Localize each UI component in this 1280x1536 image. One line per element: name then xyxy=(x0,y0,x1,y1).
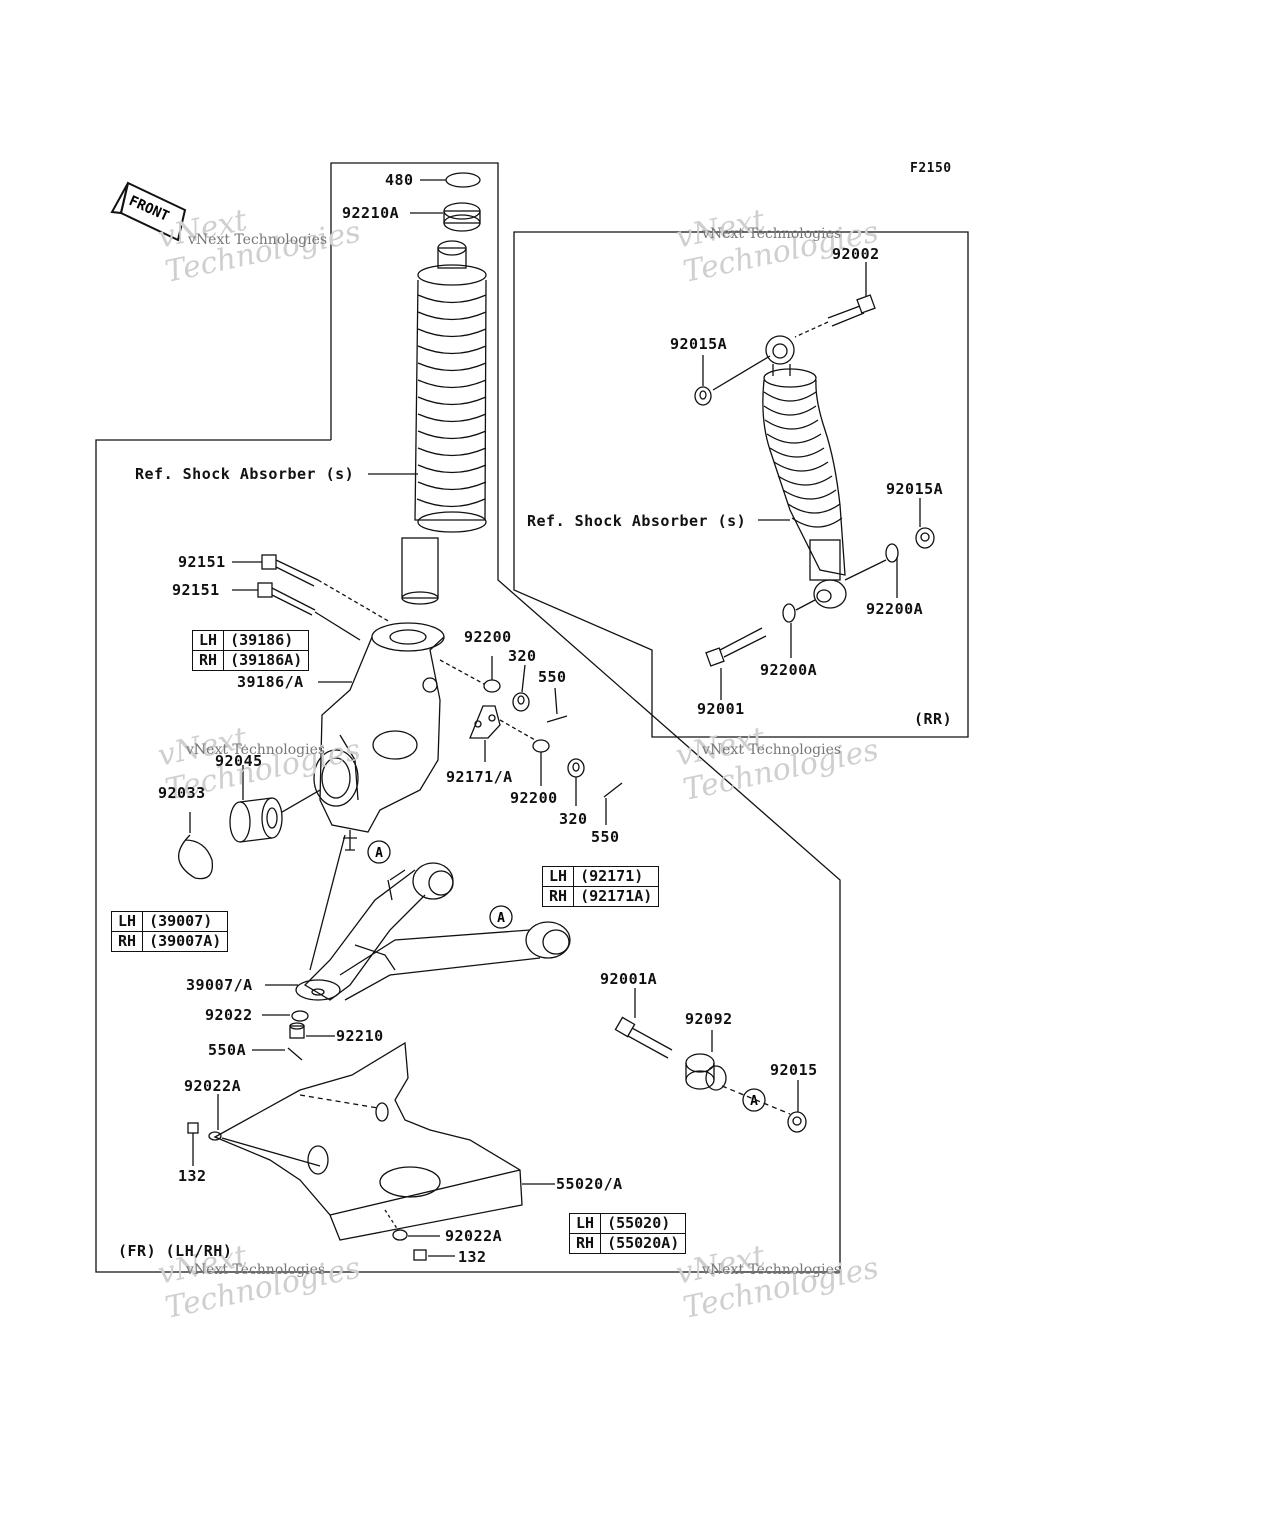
label-550A: 550A xyxy=(208,1041,247,1059)
bolt-92002 xyxy=(794,294,876,338)
front-section-border xyxy=(95,162,841,1273)
label-92171A: 92171/A xyxy=(446,768,513,786)
bolt-92151-b xyxy=(232,582,361,641)
watermark-small-1: vNext Technologies xyxy=(188,232,328,248)
label-92002: 92002 xyxy=(832,245,880,263)
front-arrow-icon xyxy=(110,181,187,242)
nut-320-top xyxy=(512,692,530,712)
bolt-92151-a xyxy=(232,554,391,623)
bolt-92001 xyxy=(705,627,767,667)
label-320-bot: 320 xyxy=(559,810,588,828)
label-55020A: 55020/A xyxy=(556,1175,623,1193)
nut-92210 xyxy=(289,1022,305,1039)
label-92092: 92092 xyxy=(685,1010,733,1028)
label-132-bot: 132 xyxy=(458,1248,487,1266)
pin-550A xyxy=(287,1047,303,1061)
fr-note: (FR) (LH/RH) xyxy=(118,1242,233,1260)
label-550-bot: 550 xyxy=(591,828,620,846)
steering-knuckle-39186 xyxy=(313,622,445,851)
washer-92200A-right xyxy=(885,543,899,563)
circle-a-marker-1 xyxy=(367,840,391,864)
a-arm-39007 xyxy=(295,862,571,1001)
bolt-132-bot xyxy=(413,1249,427,1261)
washer-92200A-bot xyxy=(782,603,796,623)
label-39007A: 39007/A xyxy=(186,976,253,994)
pin-550-top xyxy=(546,715,568,723)
watermark-small-3: vNext Technologies xyxy=(186,742,326,758)
nut-320-bot xyxy=(567,758,585,778)
watermark-small-5: vNext Technologies xyxy=(186,1262,326,1278)
rear-shock-absorber xyxy=(762,335,847,609)
label-92015A-right: 92015A xyxy=(886,480,944,498)
label-92022A-top: 92022A xyxy=(184,1077,242,1095)
label-92200-bot: 92200 xyxy=(510,789,558,807)
circle-a-text-2: A xyxy=(497,911,505,926)
label-92151-a: 92151 xyxy=(178,553,226,571)
watermark-small-6: vNext Technologies xyxy=(702,1262,842,1278)
bushing-92092 xyxy=(685,1053,727,1091)
label-92015A-top: 92015A xyxy=(670,335,728,353)
circle-a-text-3: A xyxy=(750,1094,758,1109)
table-39186: LH(39186) RH(39186A) xyxy=(191,630,310,671)
watermark-small-4: vNext Technologies xyxy=(702,742,842,758)
label-92001A: 92001A xyxy=(600,970,658,988)
nut-92015A-top xyxy=(694,386,712,406)
circle-a-marker-3 xyxy=(742,1088,766,1112)
figure-code: F2150 xyxy=(910,161,952,176)
label-92001: 92001 xyxy=(697,700,745,718)
table-92171: LH(92171) RH(92171A) xyxy=(541,866,660,907)
washer-92022A-bot xyxy=(392,1229,408,1241)
bearing-92045 xyxy=(229,797,283,843)
label-92200-top: 92200 xyxy=(464,628,512,646)
circle-a-text-1: A xyxy=(375,846,383,861)
label-92151-b: 92151 xyxy=(172,581,220,599)
label-ref-shock-front: Ref. Shock Absorber (s) xyxy=(135,465,355,483)
label-92033: 92033 xyxy=(158,784,206,802)
label-39186A: 39186/A xyxy=(237,673,304,691)
bolt-92001A xyxy=(614,1016,673,1059)
label-92210A: 92210A xyxy=(342,204,400,222)
front-shock-absorber xyxy=(401,240,487,605)
label-92210: 92210 xyxy=(336,1027,384,1045)
table-55020: LH(55020) RH(55020A) xyxy=(568,1213,687,1254)
circle-a-marker-2 xyxy=(489,905,513,929)
bracket-92171 xyxy=(469,705,501,739)
label-320-top: 320 xyxy=(508,647,537,665)
label-92200A-right: 92200A xyxy=(866,600,924,618)
circlip-92033 xyxy=(178,834,214,880)
rr-note: (RR) xyxy=(914,710,953,728)
table-39007: LH(39007) RH(39007A) xyxy=(110,911,229,952)
label-92045: 92045 xyxy=(215,752,263,770)
label-132-left: 132 xyxy=(178,1167,207,1185)
label-480: 480 xyxy=(385,171,414,189)
washer-92022 xyxy=(291,1010,309,1022)
pin-550-bot xyxy=(603,782,623,798)
label-92022A-bot: 92022A xyxy=(445,1227,503,1245)
label-92200A-bot: 92200A xyxy=(760,661,818,679)
nut-92015 xyxy=(787,1111,807,1133)
nut-92015A-right xyxy=(915,527,935,549)
washer-92200-bot xyxy=(532,739,550,753)
label-92022: 92022 xyxy=(205,1006,253,1024)
bolt-132-left xyxy=(187,1122,199,1144)
rear-section-border xyxy=(513,231,969,738)
watermark-small-2: vNext Technologies xyxy=(702,226,842,242)
label-ref-shock-rear: Ref. Shock Absorber (s) xyxy=(527,512,747,530)
label-550-top: 550 xyxy=(538,668,567,686)
washer-92200-top xyxy=(483,679,501,693)
label-92015: 92015 xyxy=(770,1061,818,1079)
circlip-480 xyxy=(445,172,481,188)
nut-92210A xyxy=(443,202,481,232)
guard-55020 xyxy=(213,1041,523,1241)
